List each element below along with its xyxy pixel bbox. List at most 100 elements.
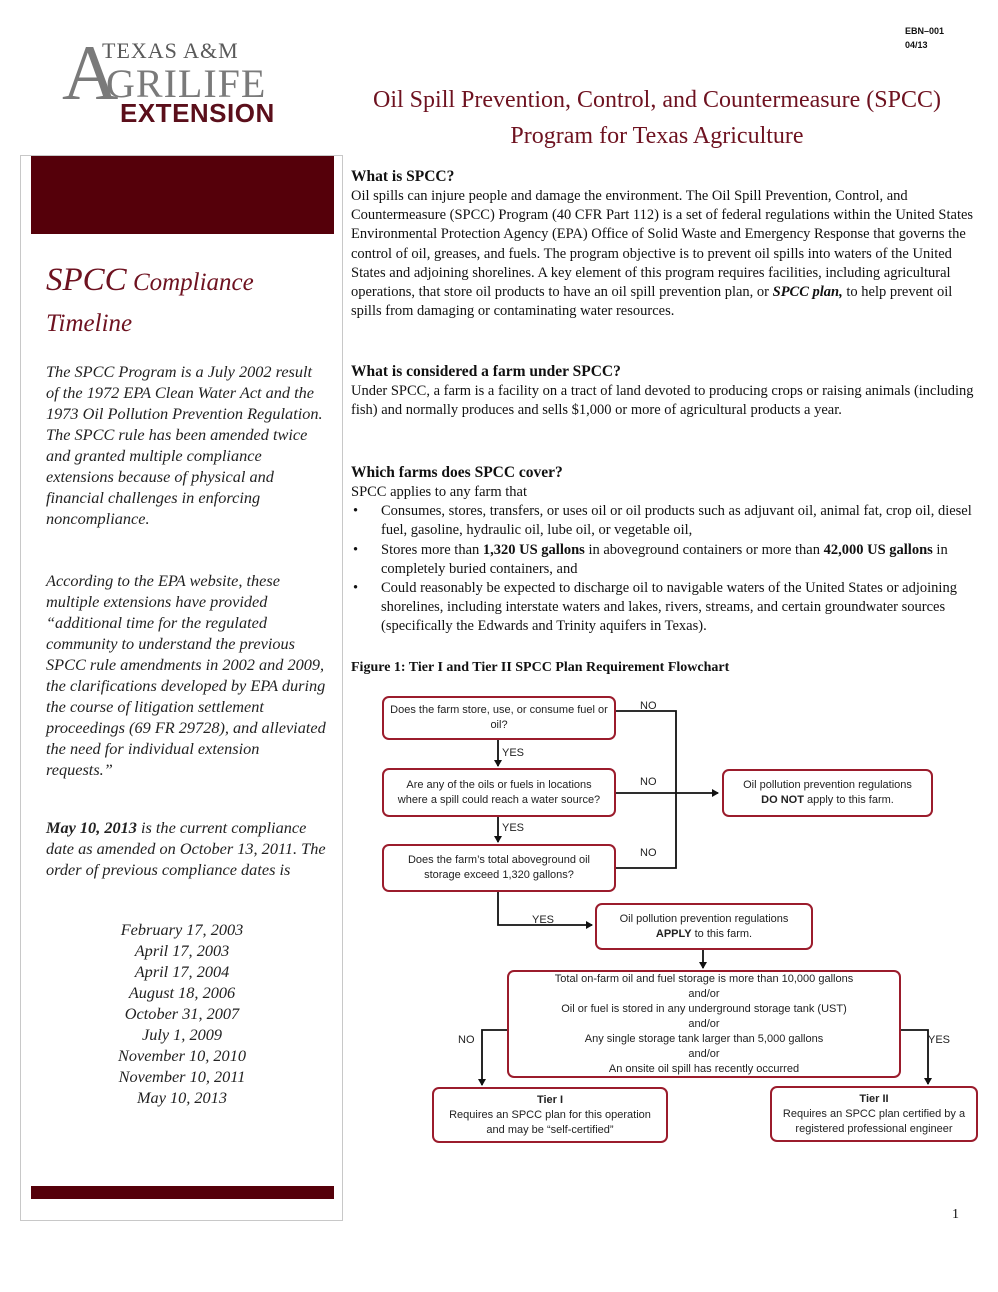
section-heading: What is SPCC? bbox=[351, 168, 455, 185]
document-code: EBN–001 04/13 bbox=[905, 24, 944, 52]
flowchart-connectors bbox=[478, 710, 932, 1086]
result-text: Oil pollution prevention regulations bbox=[743, 779, 912, 791]
tier-2-title: Tier II bbox=[859, 1092, 889, 1105]
logo-letter: A bbox=[62, 29, 119, 116]
tier-criteria-box: Total on-farm oil and fuel storage is mo… bbox=[507, 970, 901, 1078]
label-no: NO bbox=[458, 1034, 475, 1046]
logo-extension: EXTENSION bbox=[120, 98, 275, 128]
label-no: NO bbox=[640, 700, 657, 712]
section-body: Oil spills can injure people and damage … bbox=[351, 187, 981, 321]
connector-q3-yes bbox=[497, 891, 593, 929]
coverage-criteria-list: • Consumes, stores, transfers, or uses oi… bbox=[351, 502, 981, 636]
result-emphasis: APPLY bbox=[655, 927, 692, 940]
section-farm-definition: What is considered a farm under SPCC? Un… bbox=[351, 362, 981, 420]
compliance-date: October 31, 2007 bbox=[124, 1004, 240, 1023]
list-item-text: Could reasonably be expected to discharg… bbox=[381, 580, 957, 635]
compliance-date: May 10, 2013 bbox=[137, 1088, 227, 1107]
criteria-line: Any single storage tank larger than 5,00… bbox=[584, 1032, 824, 1045]
result-box-not-apply: Oil pollution prevention regulations DO … bbox=[722, 769, 933, 817]
section-text: Oil spills can injure people and damage … bbox=[351, 188, 974, 301]
title-line-2: Program for Texas Agriculture bbox=[510, 123, 804, 149]
label-yes: YES bbox=[502, 822, 525, 834]
sidebar-paragraph-2: According to the EPA website, these mult… bbox=[46, 571, 326, 779]
section-heading: Which farms does SPCC cover? bbox=[351, 464, 563, 481]
compliance-date: August 18, 2006 bbox=[128, 983, 236, 1002]
sidebar-paragraph-1: The SPCC Program is a July 2002 result o… bbox=[46, 362, 323, 528]
timeline-sidebar: SPCC Compliance Timeline The SPCC Progra… bbox=[20, 155, 343, 1221]
compliance-date: July 1, 2009 bbox=[141, 1025, 223, 1044]
section-body: Under SPCC, a farm is a facility on a tr… bbox=[351, 383, 974, 419]
bullet-icon: • bbox=[353, 503, 359, 520]
question-box-storage-exceed: Does the farm’s total aboveground oil st… bbox=[382, 844, 616, 892]
label-no: NO bbox=[640, 847, 657, 859]
document-title: Oil Spill Prevention, Control, and Count… bbox=[336, 82, 978, 154]
question-box-water-source: Are any of the oils or fuels in location… bbox=[382, 768, 616, 817]
tier-1-box: Tier I Requires an SPCC plan for this op… bbox=[432, 1087, 668, 1143]
compliance-date: April 17, 2003 bbox=[134, 941, 230, 960]
result-text: Oil pollution prevention regulations bbox=[619, 912, 789, 925]
section-text: to help prevent oil spills from damaging… bbox=[351, 284, 953, 320]
connector-q1-no bbox=[616, 710, 719, 797]
sidebar-title-compliance: Compliance bbox=[126, 269, 254, 296]
section-what-is-spcc: What is SPCC? Oil spills can injure peop… bbox=[351, 167, 981, 321]
bullet-icon: • bbox=[353, 541, 359, 558]
result-emphasis: DO NOT bbox=[761, 794, 804, 806]
list-item-text: in aboveground containers or more than bbox=[584, 541, 824, 558]
label-yes: YES bbox=[502, 747, 525, 759]
criteria-line: Total on-farm oil and fuel storage is mo… bbox=[554, 972, 854, 985]
logo-agrilife: GRILIFE bbox=[106, 61, 267, 106]
current-compliance-date: May 10, 2013 bbox=[46, 818, 137, 837]
connector-criteria-tier2 bbox=[900, 1029, 932, 1085]
result-box-apply: Oil pollution prevention regulations APP… bbox=[595, 903, 813, 950]
list-item-text: Stores more than bbox=[381, 541, 483, 558]
list-item-text: in completely buried containers, and bbox=[381, 541, 948, 577]
compliance-date: November 10, 2011 bbox=[118, 1067, 246, 1086]
criteria-line: and/or bbox=[688, 1047, 720, 1060]
tier-1-text: Requires an SPCC plan for this operation… bbox=[449, 1108, 651, 1136]
spcc-flowchart: Does the farm store, use, or consume fue… bbox=[372, 692, 978, 1152]
criteria-line: Oil or fuel is stored in any underground… bbox=[561, 1002, 847, 1015]
section-farms-covered: Which farms does SPCC cover? SPCC applie… bbox=[351, 463, 981, 637]
page-number: 1 bbox=[952, 1207, 959, 1222]
sidebar-top-bar bbox=[31, 156, 334, 234]
tier-2-box: Tier II Requires an SPCC plan certified … bbox=[770, 1086, 978, 1142]
criteria-line: and/or bbox=[688, 1017, 720, 1030]
section-heading: What is considered a farm under SPCC? bbox=[351, 363, 621, 380]
list-item: • Stores more than 1,320 US gallons in ab… bbox=[351, 541, 981, 579]
tier-2-text: Requires an SPCC plan certified by a reg… bbox=[782, 1107, 966, 1135]
question-box-store-fuel: Does the farm store, use, or consume fue… bbox=[382, 696, 616, 740]
list-item: • Could reasonably be expected to dischar… bbox=[351, 579, 981, 637]
threshold-aboveground: 1,320 US gallons bbox=[482, 541, 585, 558]
sidebar-title-spcc: SPCC bbox=[46, 262, 127, 298]
connector-criteria-tier1 bbox=[478, 1029, 507, 1086]
list-item: • Consumes, stores, transfers, or uses oi… bbox=[351, 502, 981, 540]
agrilife-logo: A TEXAS A&M GRILIFE EXTENSION bbox=[62, 29, 302, 130]
compliance-date: April 17, 2004 bbox=[134, 962, 230, 981]
spcc-plan-term: SPCC plan, bbox=[772, 284, 843, 301]
compliance-date: November 10, 2010 bbox=[118, 1046, 246, 1065]
compliance-dates-list: February 17, 2003 April 17, 2003 April 1… bbox=[46, 919, 318, 1108]
criteria-line: An onsite oil spill has recently occurre… bbox=[608, 1062, 800, 1075]
section-intro: SPCC applies to any farm that bbox=[351, 484, 527, 500]
sidebar-paragraph-3-text: is the current compliance date as amende… bbox=[46, 818, 326, 879]
doc-id: EBN–001 bbox=[905, 26, 945, 36]
tier-1-title: Tier I bbox=[536, 1093, 564, 1106]
connector-q3-no bbox=[616, 793, 677, 869]
figure-caption: Figure 1: Tier I and Tier II SPCC Plan R… bbox=[351, 660, 730, 675]
sidebar-title-timeline: Timeline bbox=[46, 310, 133, 337]
criteria-line: and/or bbox=[688, 987, 720, 1000]
label-no: NO bbox=[640, 776, 657, 788]
threshold-buried: 42,000 US gallons bbox=[823, 541, 933, 558]
list-item-text: Consumes, stores, transfers, or uses oil… bbox=[381, 503, 972, 539]
logo-texas-am: TEXAS A&M bbox=[102, 38, 239, 63]
sidebar-bottom-bar bbox=[31, 1186, 334, 1199]
sidebar-title: SPCC Compliance Timeline bbox=[46, 261, 326, 346]
label-yes: YES bbox=[928, 1034, 951, 1046]
doc-date: 04/13 bbox=[905, 40, 928, 50]
bullet-icon: • bbox=[353, 580, 359, 597]
label-yes: YES bbox=[532, 914, 555, 926]
result-text: to this farm. bbox=[691, 927, 753, 940]
title-line-1: Oil Spill Prevention, Control, and Count… bbox=[373, 87, 941, 113]
sidebar-paragraph-3: May 10, 2013 is the current compliance d… bbox=[46, 817, 326, 880]
compliance-date: February 17, 2003 bbox=[120, 920, 244, 939]
